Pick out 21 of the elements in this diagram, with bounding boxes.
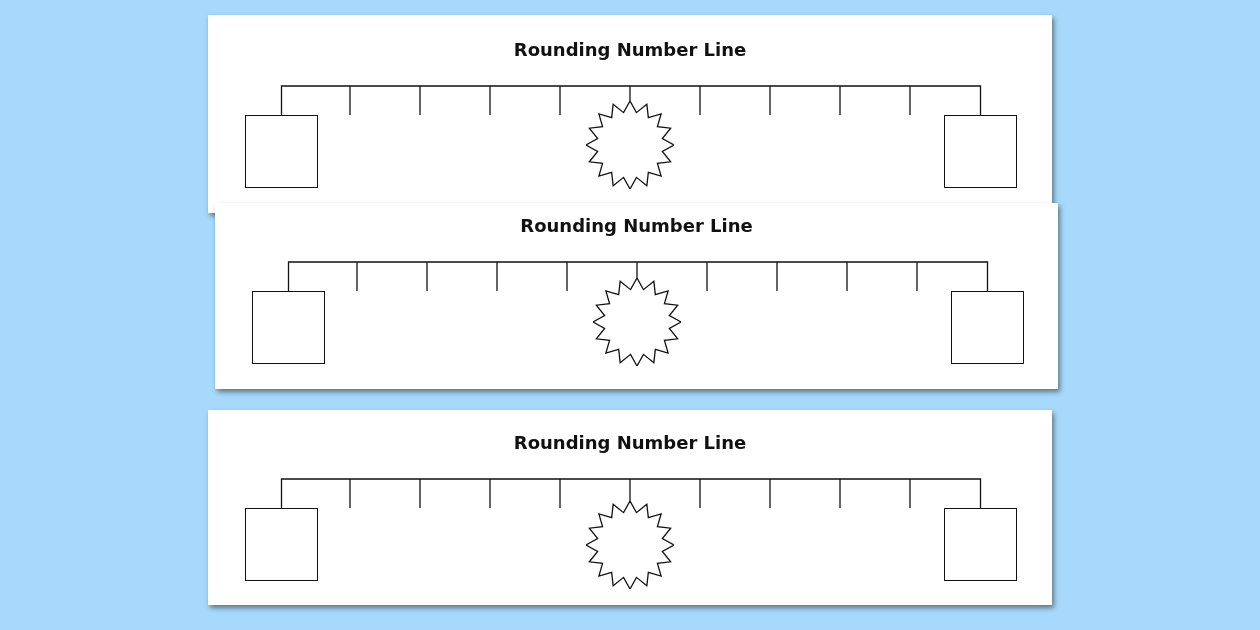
title-text: Rounding Number Line <box>513 432 747 453</box>
tick-mark <box>636 261 638 279</box>
star-shape <box>586 501 674 589</box>
answer-box <box>245 115 318 188</box>
answer-box <box>245 508 318 581</box>
star-shape <box>586 101 674 189</box>
card-background <box>215 203 1058 389</box>
tick-mark <box>629 478 631 502</box>
tick-mark <box>629 85 631 102</box>
number-line <box>280 85 982 116</box>
star-shape <box>593 278 681 366</box>
title-text: Rounding Number Line <box>513 39 747 60</box>
title-text: Rounding Number Line <box>520 215 753 236</box>
answer-box <box>252 291 325 364</box>
card-background <box>208 15 1052 213</box>
card-background <box>208 410 1052 605</box>
number-line <box>287 261 989 292</box>
answer-box <box>944 115 1017 188</box>
number-line <box>280 478 982 509</box>
answer-box <box>951 291 1024 364</box>
answer-box <box>944 508 1017 581</box>
